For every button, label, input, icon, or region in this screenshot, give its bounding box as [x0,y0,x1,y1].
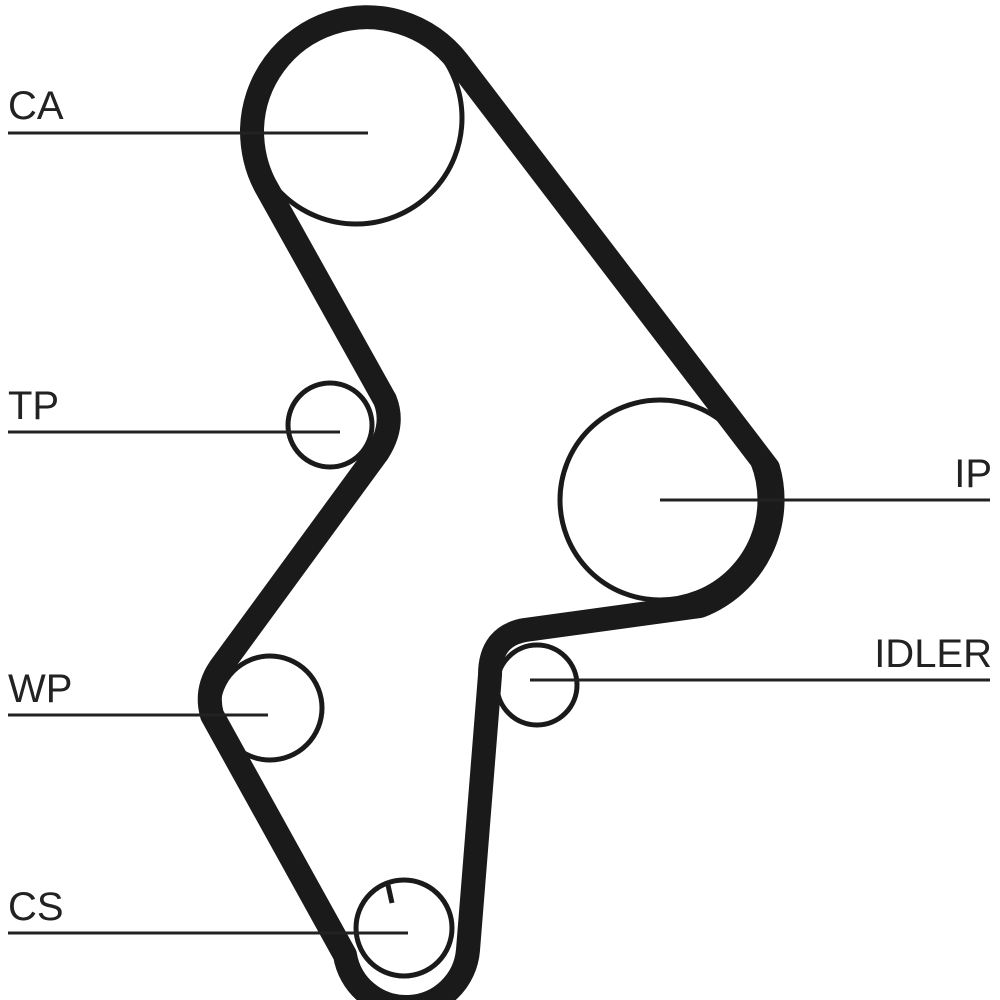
label-wp: WP [8,667,73,711]
label-ip: IP [954,452,992,496]
label-tp: TP [8,384,60,428]
label-cs: CS [8,885,64,929]
timing-belt [197,5,785,1000]
label-idler: IDLER [874,632,992,676]
crankshaft-pulley [353,877,455,979]
crankshaft-timing-mark [385,884,395,904]
idler-pulley [494,642,580,728]
tensioner-pulley [285,380,375,470]
label-ca: CA [8,84,64,128]
